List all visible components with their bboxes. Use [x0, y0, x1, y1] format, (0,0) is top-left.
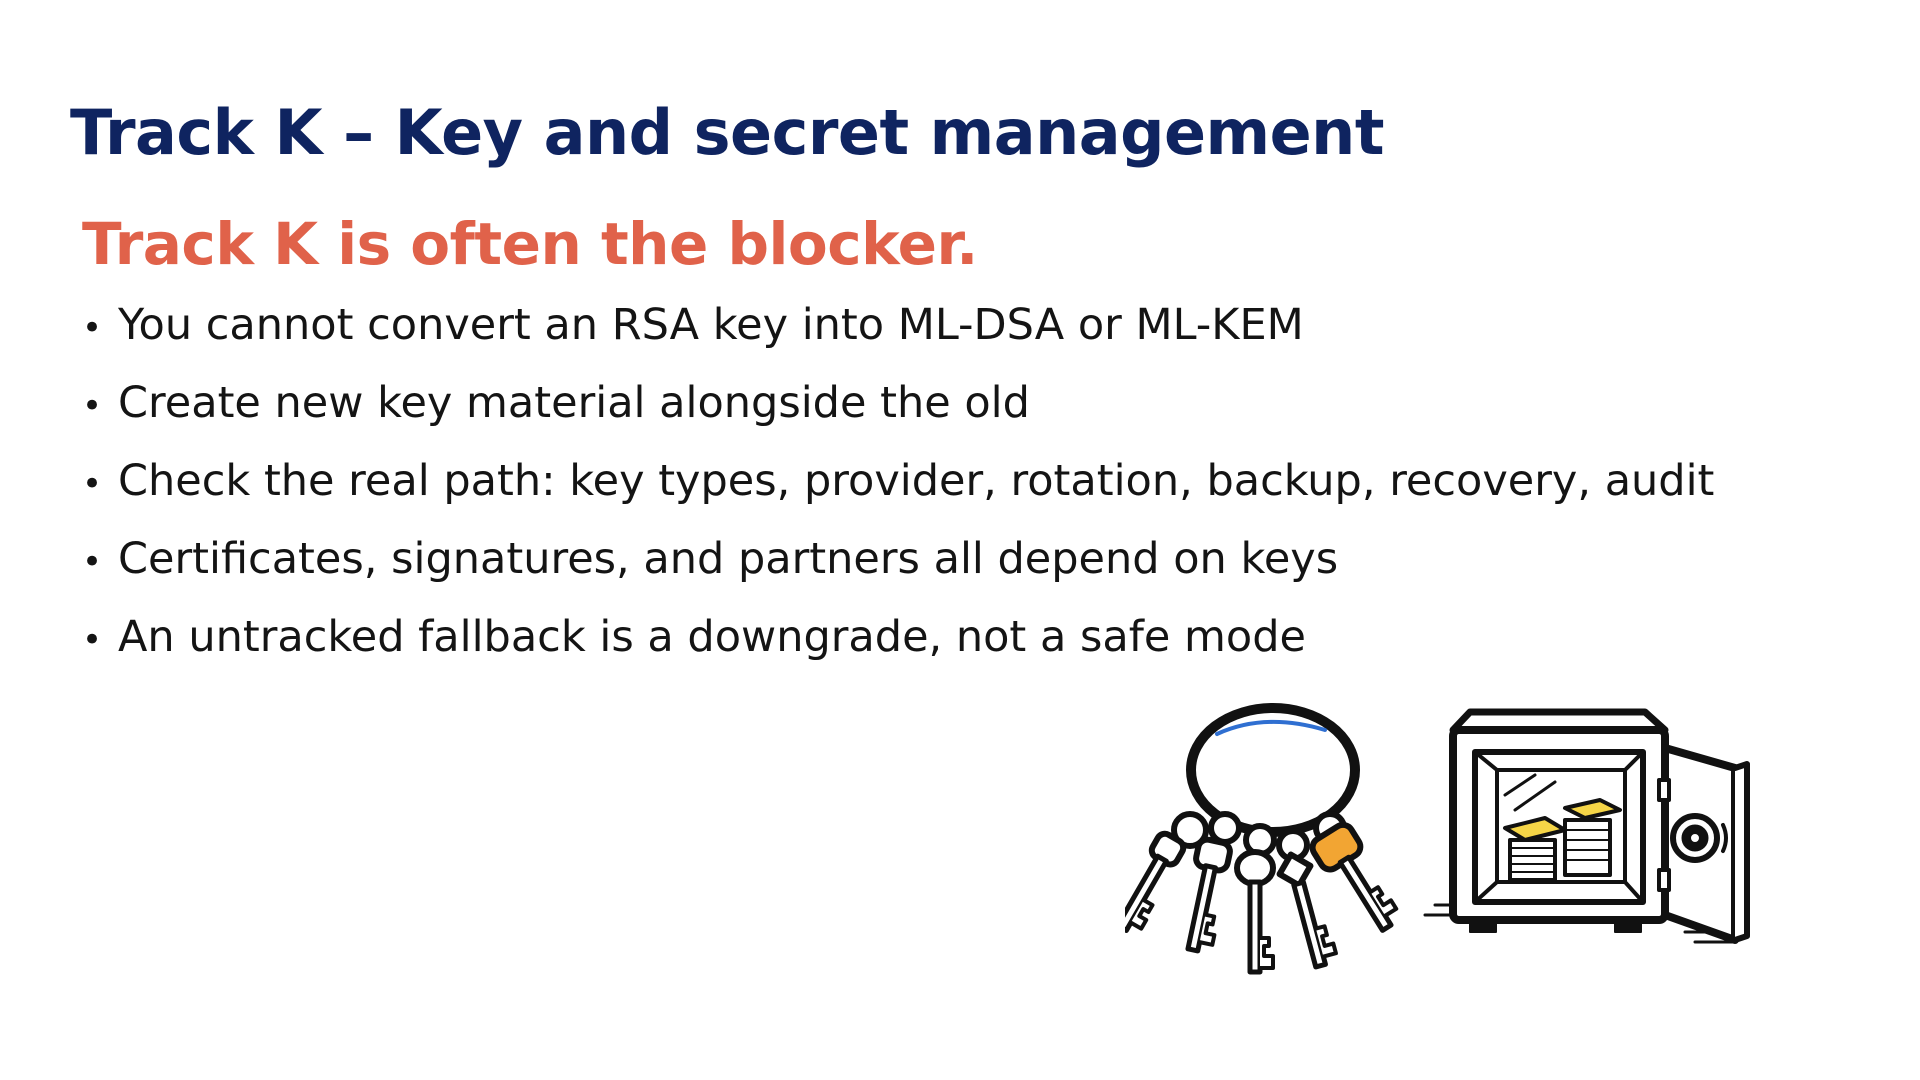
- cash-stack-icon: [1503, 798, 1622, 882]
- bullet-text: Certificates, signatures, and partners a…: [118, 534, 1339, 584]
- bullet-text: An untracked fallback is a downgrade, no…: [118, 612, 1306, 662]
- bullet-marker: •: [82, 542, 103, 582]
- bullet-marker: •: [82, 464, 103, 504]
- bullet-marker: •: [82, 308, 103, 348]
- bullet-marker: •: [82, 386, 103, 426]
- slide-subtitle: Track K is often the blocker.: [82, 210, 978, 278]
- dial-icon: [1670, 813, 1728, 863]
- bullet-list: • You cannot convert an RSA key into ML-…: [82, 300, 1714, 690]
- illustration: [1125, 703, 1750, 975]
- key-ring-icon: [1125, 703, 1399, 975]
- list-item: • Create new key material alongside the …: [82, 378, 1714, 456]
- open-safe-icon: [1423, 708, 1750, 944]
- list-item: • An untracked fallback is a downgrade, …: [82, 612, 1714, 690]
- slide-title: Track K – Key and secret management: [70, 96, 1384, 169]
- list-item: • You cannot convert an RSA key into ML-…: [82, 300, 1714, 378]
- bullet-text: You cannot convert an RSA key into ML-DS…: [118, 300, 1304, 350]
- list-item: • Certificates, signatures, and partners…: [82, 534, 1714, 612]
- bullet-text: Create new key material alongside the ol…: [118, 378, 1030, 428]
- bullet-marker: •: [82, 620, 103, 660]
- list-item: • Check the real path: key types, provid…: [82, 456, 1714, 534]
- bullet-text: Check the real path: key types, provider…: [118, 456, 1715, 506]
